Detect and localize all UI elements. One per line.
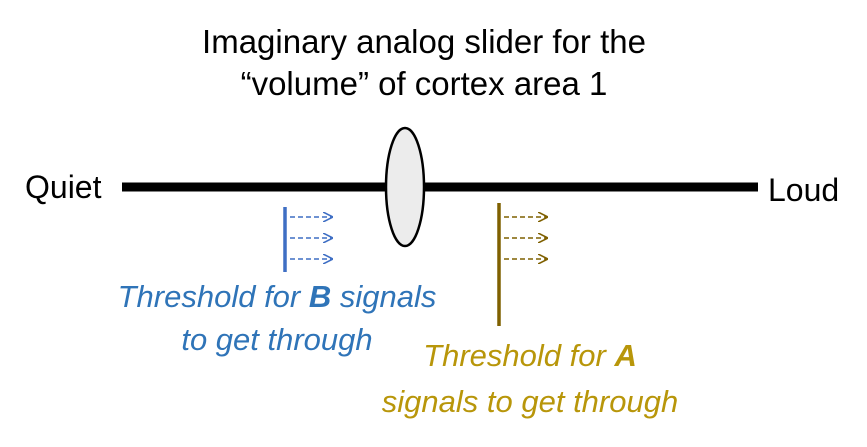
- threshold-b-caption-line-2: to get through: [181, 322, 372, 357]
- quiet-label: Quiet: [25, 169, 102, 205]
- loud-label: Loud: [768, 172, 839, 208]
- threshold-a-caption-line-1: Threshold for A: [423, 338, 637, 373]
- title-line-1: Imaginary analog slider for the: [202, 23, 646, 60]
- title-line-2: “volume” of cortex area 1: [241, 65, 608, 102]
- threshold-b-caption-line-1: Threshold for B signals: [118, 279, 437, 314]
- slider-knob[interactable]: [384, 126, 426, 248]
- threshold-a-caption-line-2: signals to get through: [382, 384, 678, 419]
